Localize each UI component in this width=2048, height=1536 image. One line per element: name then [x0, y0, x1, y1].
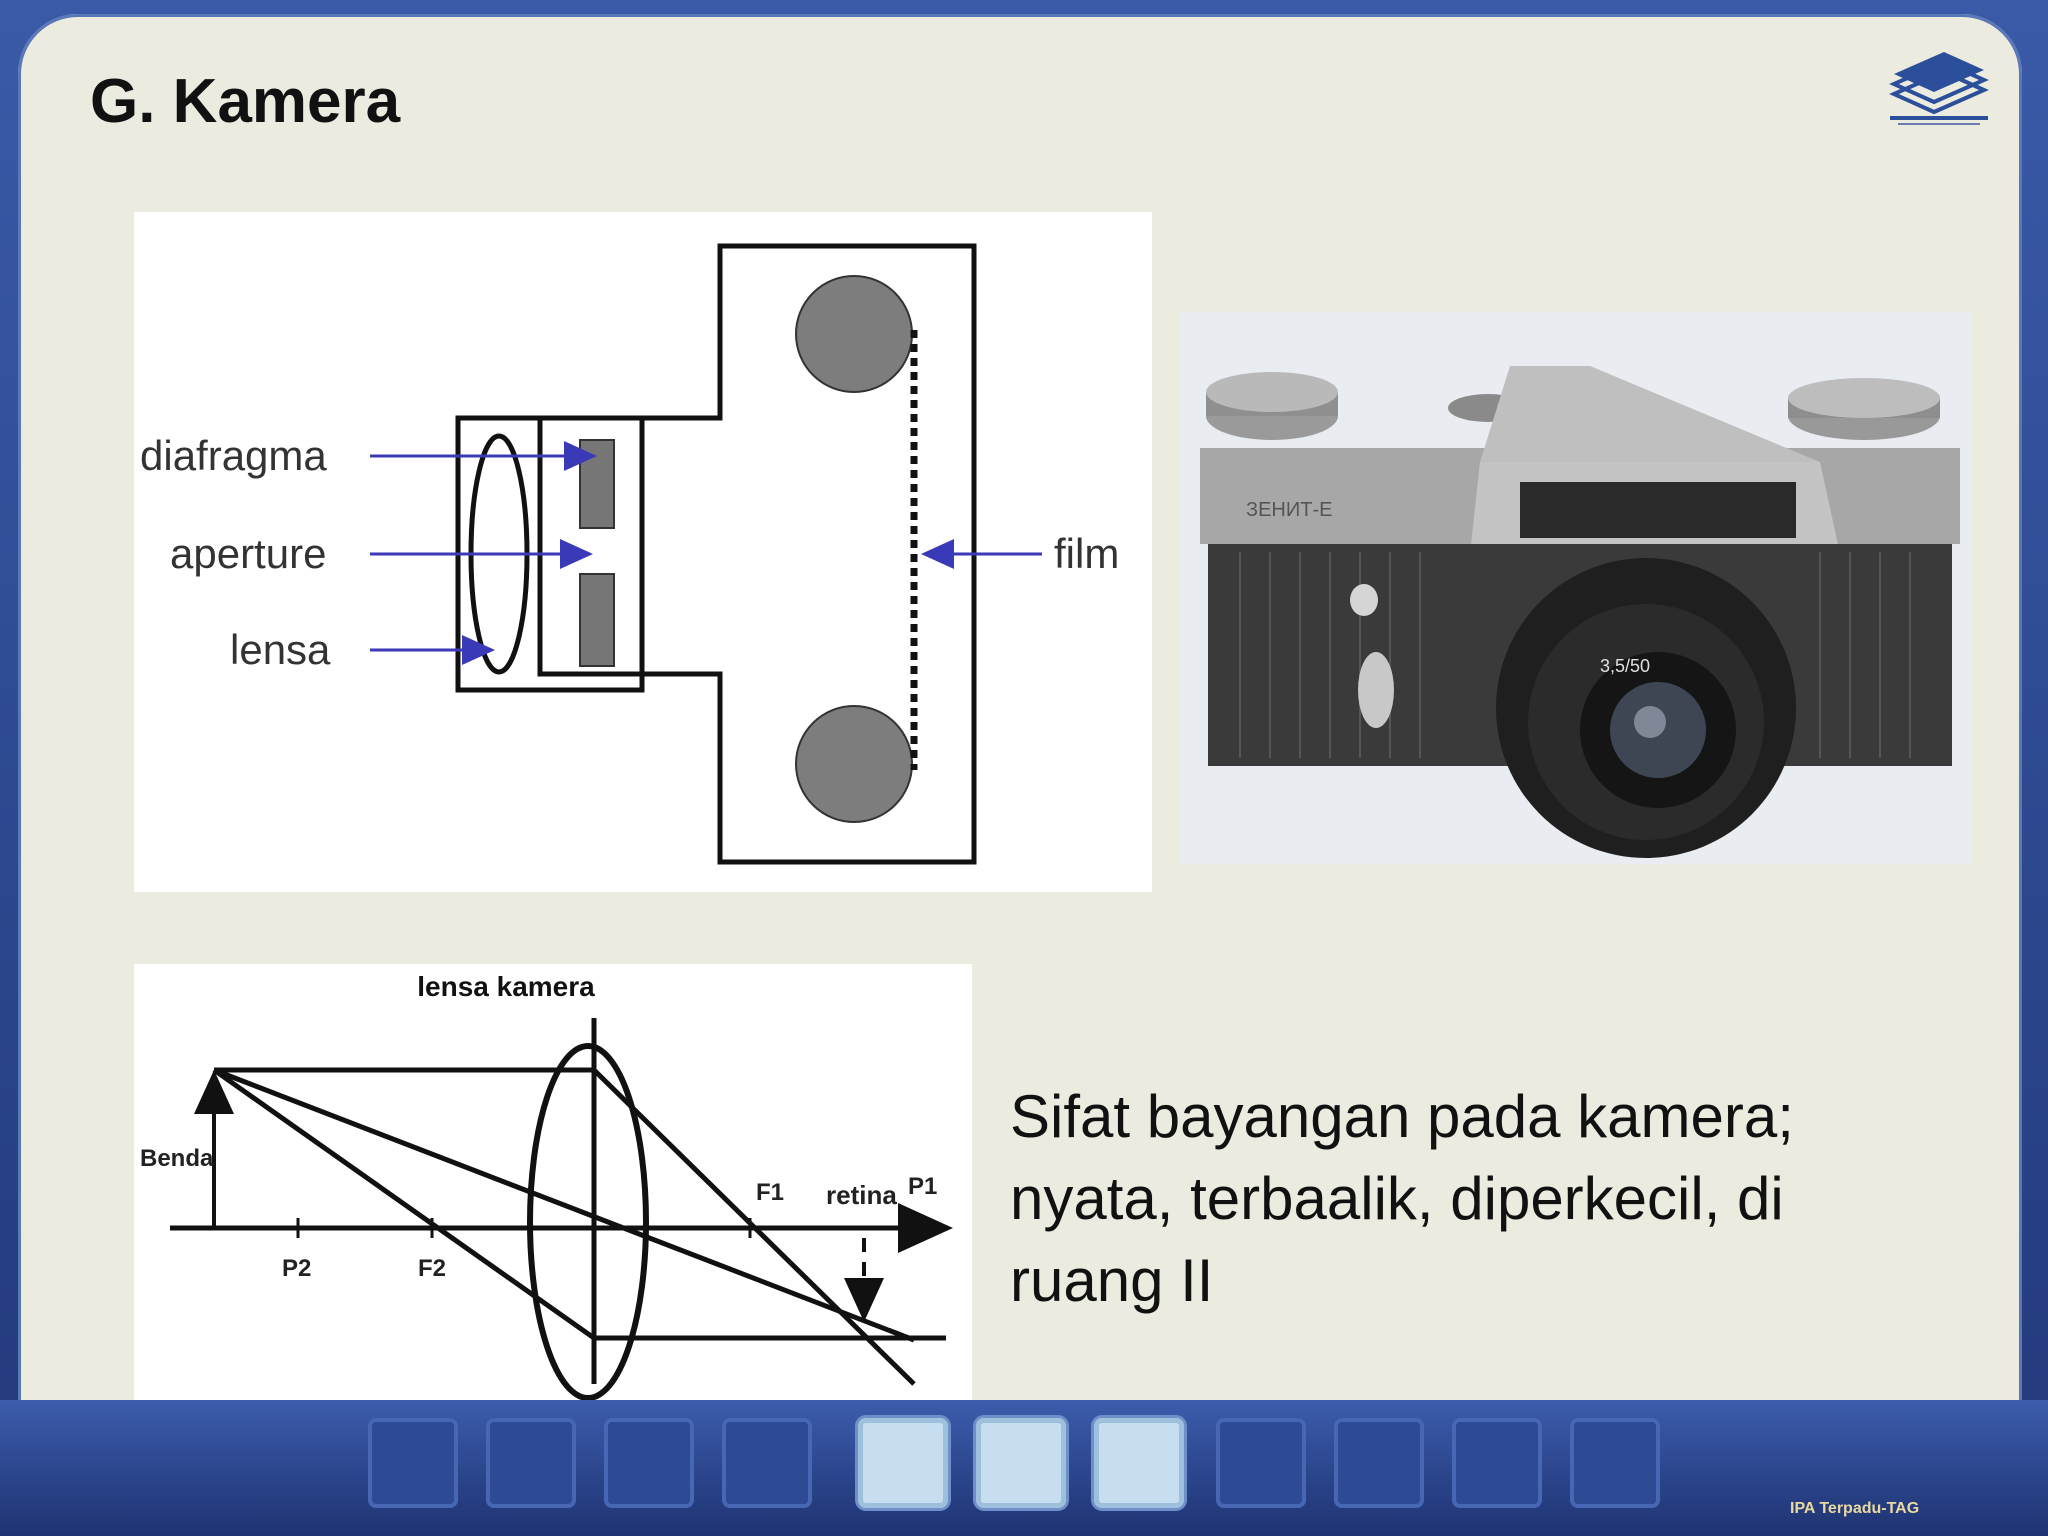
label-benda: Benda	[140, 1145, 214, 1172]
label-film: film	[1054, 530, 1119, 577]
nav-tile	[486, 1418, 576, 1508]
lens-diagram-title: lensa kamera	[417, 971, 595, 1002]
lens-ray-diagram: lensa kamera Benda P2 F2 F1 retina P1	[134, 964, 972, 1402]
nav-tile	[1452, 1418, 1542, 1508]
nav-tile	[722, 1418, 812, 1508]
label-f2: F2	[418, 1255, 446, 1282]
image-properties-text: Sifat bayangan pada kamera; nyata, terba…	[1010, 1076, 1910, 1322]
camera-brand-text: ЗЕНИТ-Е	[1246, 499, 1332, 521]
nav-button-1[interactable]	[858, 1418, 948, 1508]
label-retina: retina	[826, 1180, 897, 1210]
camera-diagram: diafragma aperture lensa film	[134, 212, 1152, 892]
slide-title: G. Kamera	[90, 67, 401, 136]
footer-text: IPA Terpadu-TAG	[1790, 1500, 1920, 1517]
nav-tile	[1570, 1418, 1660, 1508]
diaphragm-blade-bottom	[579, 573, 615, 667]
camera-body-outline	[537, 243, 977, 865]
lens-text: 3,5/50	[1600, 656, 1650, 676]
nav-tile	[368, 1418, 458, 1508]
nav-tile	[1334, 1418, 1424, 1508]
nav-button-3[interactable]	[1094, 1418, 1184, 1508]
caption-line: ruang II	[1010, 1247, 1214, 1314]
label-p1: P1	[908, 1173, 937, 1200]
label-f1: F1	[756, 1179, 784, 1206]
nav-tile	[604, 1418, 694, 1508]
nav-button-2[interactable]	[976, 1418, 1066, 1508]
nav-tile	[1216, 1418, 1306, 1508]
label-p2: P2	[282, 1255, 311, 1282]
camera-lens	[527, 1043, 649, 1401]
caption-line: Sifat bayangan pada kamera;	[1010, 1083, 1794, 1150]
label-lensa: lensa	[230, 626, 331, 673]
label-diafragma: diafragma	[140, 432, 327, 479]
film-spool-top	[795, 275, 913, 393]
camera-photo: ЗЕНИТ-Е 3,5/50	[1180, 312, 1972, 864]
label-aperture: aperture	[170, 530, 326, 577]
publisher-logo-icon	[1889, 52, 1989, 125]
caption-line: nyata, terbaalik, diperkecil, di	[1010, 1165, 1784, 1232]
film-spool-bottom	[795, 705, 913, 823]
diaphragm-blade-top	[579, 439, 615, 529]
viewfinder-window	[1520, 482, 1796, 538]
